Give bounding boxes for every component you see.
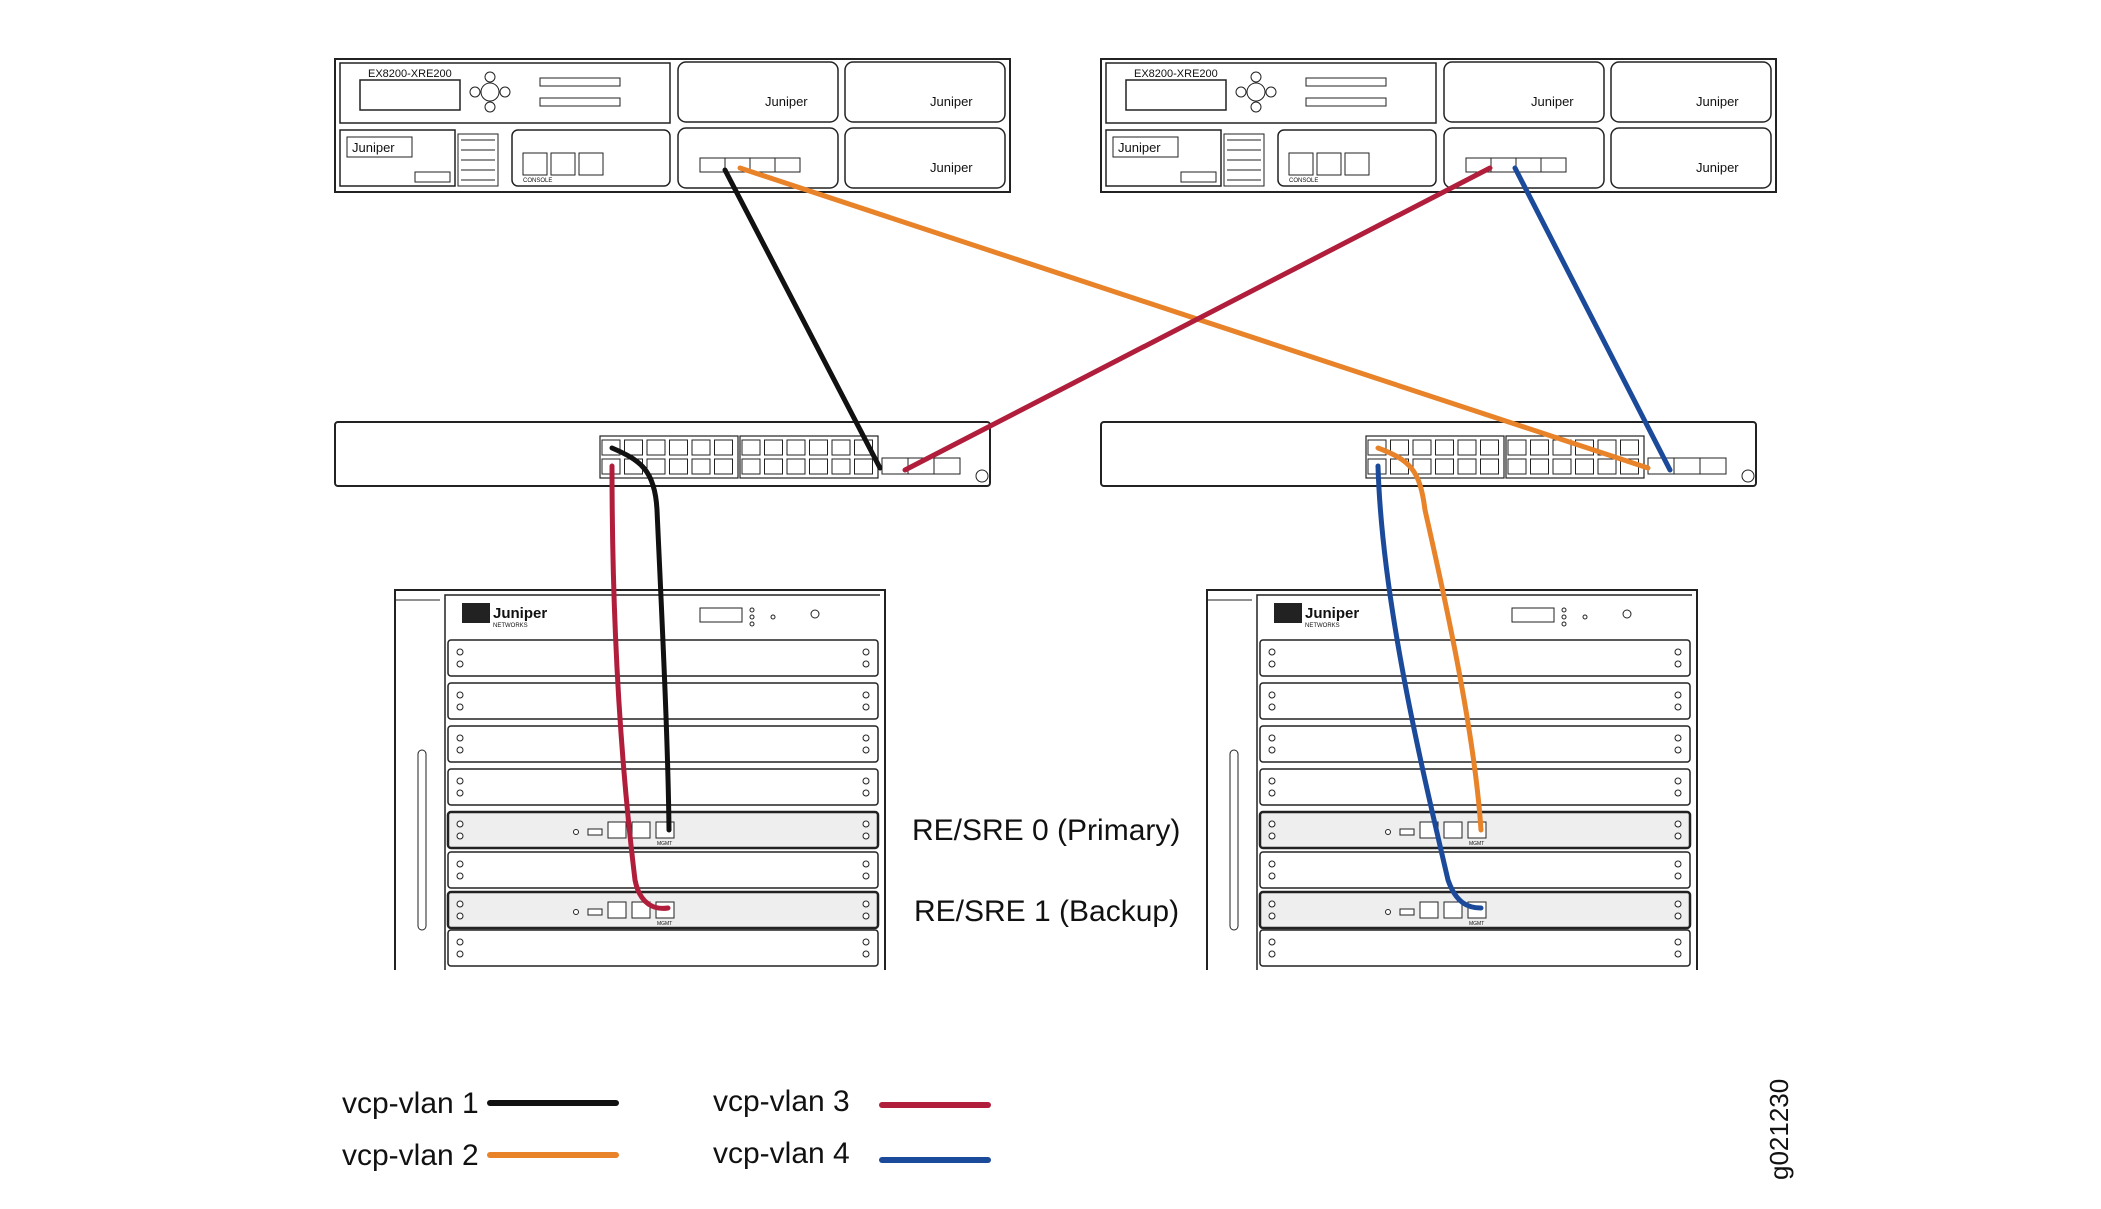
- status-led: [975, 469, 989, 483]
- switch-port: [809, 439, 828, 456]
- switch-port: [1480, 458, 1499, 475]
- switch-port: [691, 439, 711, 456]
- legend-vlan3-label: vcp-vlan 3: [713, 1085, 850, 1118]
- model-label-right: EX8200-XRE200: [1134, 68, 1218, 80]
- switch-port: [1457, 458, 1477, 475]
- card-brand-left-3: Juniper: [930, 160, 973, 175]
- switch-port: [764, 439, 783, 456]
- re-mgmt-label: MGMT: [1469, 841, 1484, 847]
- card-brand-left-2: Juniper: [930, 94, 973, 109]
- switch-port: [741, 458, 761, 475]
- cables: [609, 165, 1673, 911]
- switch-port: [1530, 458, 1549, 475]
- switch-port: [624, 439, 643, 456]
- cable-vlan1-top-left: [722, 167, 883, 471]
- chassis-brand-right: Juniper: [1305, 605, 1359, 622]
- line-card-slot: [1259, 682, 1691, 720]
- cable-vlan3-left-chassis: [609, 463, 671, 911]
- cable-vlan4-right-chassis: [1375, 463, 1484, 911]
- card-brand-right-1: Juniper: [1531, 94, 1574, 109]
- cable-vlan3-crossing: [902, 165, 1493, 473]
- re-backup-label: RE/SRE 1 (Backup): [914, 895, 1179, 928]
- xre200-switch-left: EX8200-XRE200 Juniper CONSOLE Juniper Ju…: [334, 58, 1011, 193]
- re-aux-port: [1443, 821, 1463, 839]
- re-mgmt-label: MGMT: [657, 841, 672, 847]
- switch-port: [741, 439, 761, 456]
- chassis-brand-left: Juniper: [493, 605, 547, 622]
- access-switch-left: [334, 421, 991, 487]
- brand-logo-left: Juniper: [352, 140, 395, 155]
- switch-port: [1457, 439, 1477, 456]
- switch-port: [1507, 458, 1527, 475]
- switch-port: [1480, 439, 1499, 456]
- re-console-port: [607, 821, 627, 839]
- switch-port: [764, 458, 783, 475]
- switch-port: [1390, 439, 1409, 456]
- switch-port: [1597, 458, 1617, 475]
- line-card-slot: [447, 725, 879, 763]
- re-aux-port: [1443, 901, 1463, 919]
- model-label-left: EX8200-XRE200: [368, 68, 452, 80]
- switch-port: [1575, 458, 1594, 475]
- chassis-sub-brand-right: NETWORKS: [1305, 623, 1340, 629]
- uplink-ports: [1647, 457, 1727, 475]
- status-led: [1741, 469, 1755, 483]
- switch-port: [1620, 439, 1639, 456]
- re-primary-label: RE/SRE 0 (Primary): [912, 814, 1180, 847]
- switch-port: [809, 458, 828, 475]
- switch-port: [786, 458, 806, 475]
- card-brand-right-2: Juniper: [1696, 94, 1739, 109]
- legend: vcp-vlan 1 vcp-vlan 2 vcp-vlan 3 vcp-vla…: [342, 1085, 991, 1172]
- re-aux-port: [631, 821, 651, 839]
- switch-port: [714, 458, 733, 475]
- re-mgmt-label: MGMT: [1469, 921, 1484, 927]
- line-card-slot: [1259, 851, 1691, 889]
- chassis-left: Juniper NETWORKS MGMT MGMT: [394, 589, 886, 970]
- line-card-slot: [1259, 639, 1691, 677]
- line-card-slot: [447, 768, 879, 806]
- switch-port: [854, 458, 873, 475]
- switch-port: [1552, 458, 1572, 475]
- console-port-label-right: CONSOLE: [1289, 178, 1318, 184]
- line-card-slot: [1259, 929, 1691, 967]
- re-console-port: [1419, 901, 1439, 919]
- uplink-ports: [881, 457, 961, 475]
- switch-port: [1530, 439, 1549, 456]
- switch-port: [1412, 439, 1432, 456]
- switch-port: [691, 458, 711, 475]
- chassis-right: Juniper NETWORKS MGMT MGMT: [1206, 589, 1698, 970]
- cable-vlan2-right-chassis: [1375, 445, 1484, 833]
- switch-port: [831, 439, 851, 456]
- figure-id: g021230: [1764, 1079, 1794, 1180]
- switch-port: [646, 439, 666, 456]
- legend-vlan2-label: vcp-vlan 2: [342, 1139, 479, 1172]
- legend-vlan1-label: vcp-vlan 1: [342, 1087, 479, 1120]
- switch-port: [831, 458, 851, 475]
- re-console-port: [607, 901, 627, 919]
- chassis-sub-brand-left: NETWORKS: [493, 623, 528, 629]
- line-card-slot: [447, 929, 879, 967]
- switch-port: [1507, 439, 1527, 456]
- legend-vlan4-label: vcp-vlan 4: [713, 1137, 850, 1170]
- switch-port: [646, 458, 666, 475]
- switch-port: [669, 458, 688, 475]
- switch-port: [1435, 458, 1454, 475]
- re-mgmt-label: MGMT: [657, 921, 672, 927]
- switch-port: [669, 439, 688, 456]
- switch-port: [714, 439, 733, 456]
- cable-vlan1-left-chassis: [609, 445, 672, 833]
- card-brand-left-1: Juniper: [765, 94, 808, 109]
- switch-port: [1435, 439, 1454, 456]
- access-switch-right: [1100, 421, 1757, 487]
- xre200-switch-right: EX8200-XRE200 Juniper CONSOLE Juniper Ju…: [1100, 58, 1777, 193]
- switch-port: [786, 439, 806, 456]
- console-port-label-left: CONSOLE: [523, 178, 552, 184]
- cable-vlan4-top-right: [1512, 165, 1673, 473]
- re-aux-port: [631, 901, 651, 919]
- line-card-slot: [447, 851, 879, 889]
- brand-logo-right: Juniper: [1118, 140, 1161, 155]
- card-brand-right-3: Juniper: [1696, 160, 1739, 175]
